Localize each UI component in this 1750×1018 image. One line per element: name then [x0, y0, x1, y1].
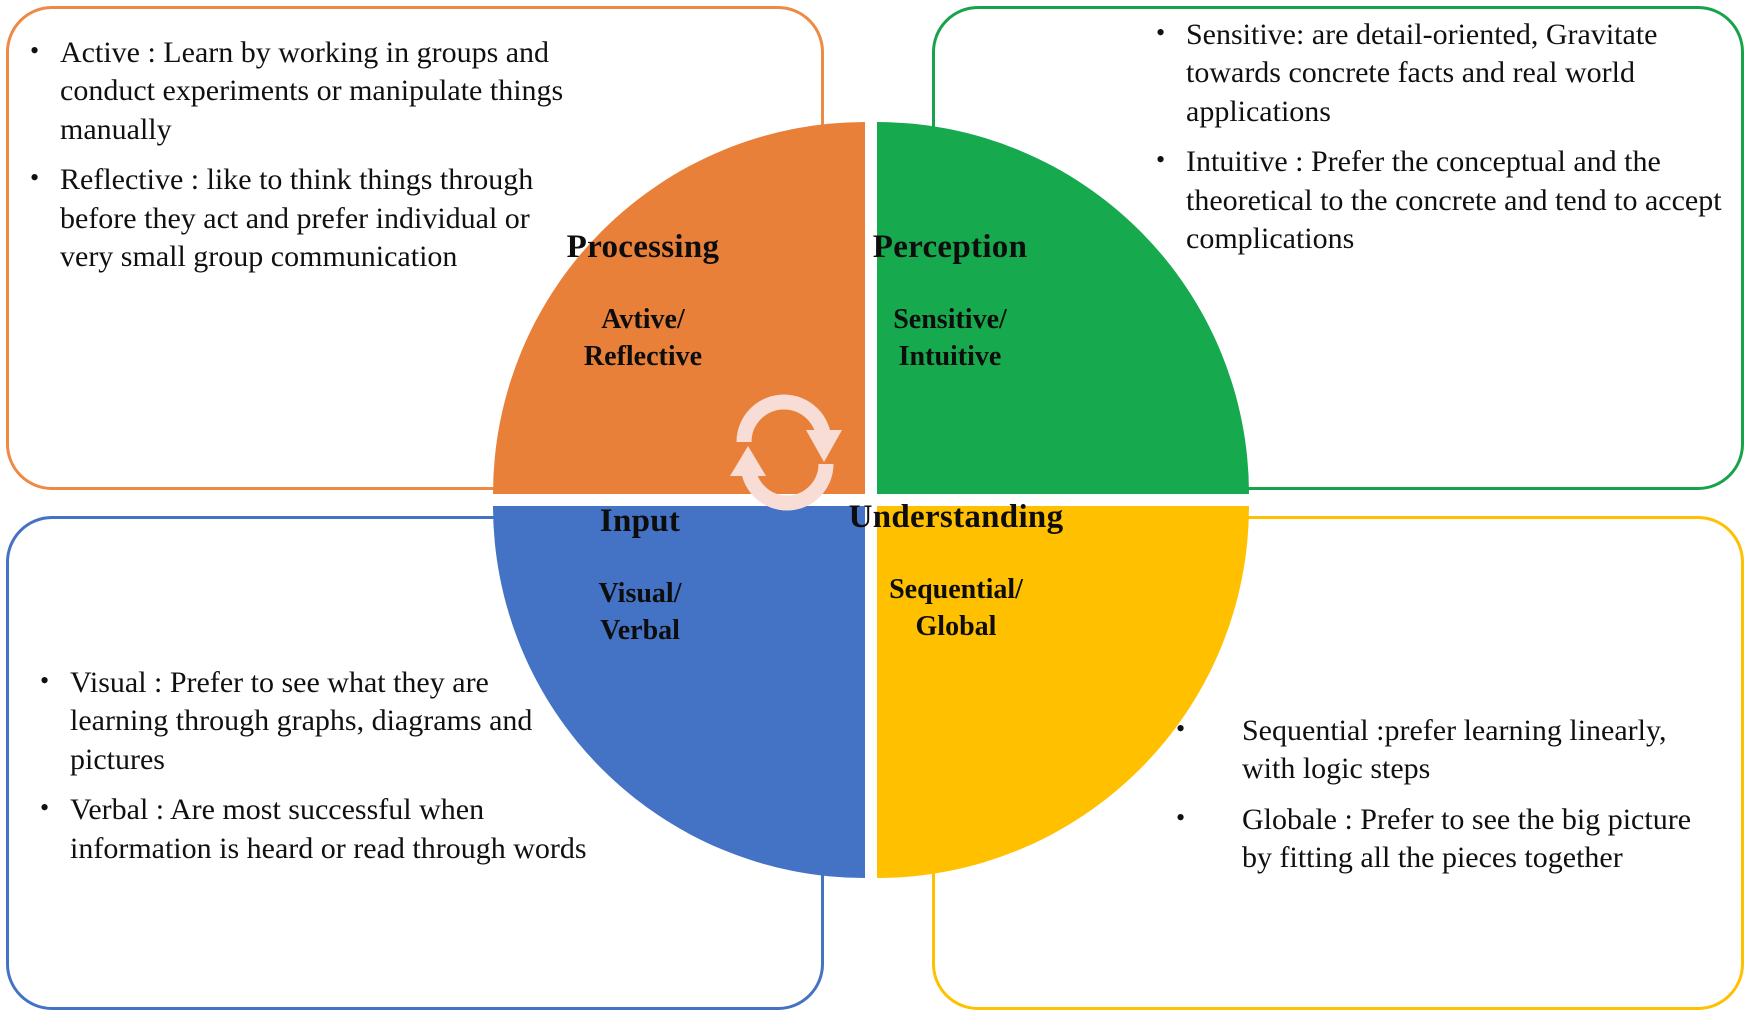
list-item: Sequential :prefer learning linearly, wi… [1148, 712, 1723, 789]
list-item: Globale : Prefer to see the big picture … [1148, 800, 1723, 878]
cycle-arrow-top-icon [736, 394, 842, 462]
text-block-processing: Active : Learn by working in groups and … [22, 33, 582, 288]
text-block-understanding: Sequential :prefer learning linearly, wi… [1148, 712, 1723, 924]
bullet-list-input: Visual : Prefer to see what they are lea… [32, 663, 592, 868]
list-item: Intuitive : Prefer the conceptual and th… [1148, 142, 1723, 258]
bullet-list-perception: Sensitive: are detail-oriented, Gravitat… [1148, 15, 1723, 258]
text-block-perception: Sensitive: are detail-oriented, Gravitat… [1148, 15, 1723, 270]
list-item: Visual : Prefer to see what they are lea… [32, 663, 592, 779]
list-item: Sensitive: are detail-oriented, Gravitat… [1148, 15, 1723, 131]
bullet-list-processing: Active : Learn by working in groups and … [22, 33, 582, 276]
list-item: Active : Learn by working in groups and … [22, 33, 582, 149]
list-item: Reflective : like to think things throug… [22, 160, 582, 276]
bullet-list-understanding: Sequential :prefer learning linearly, wi… [1148, 712, 1723, 878]
cycle-arrows-group [730, 394, 842, 511]
cycle-arrow-bottom-icon [730, 446, 834, 511]
list-item: Verbal : Are most successful when inform… [32, 790, 592, 868]
text-block-input: Visual : Prefer to see what they are lea… [32, 663, 592, 880]
